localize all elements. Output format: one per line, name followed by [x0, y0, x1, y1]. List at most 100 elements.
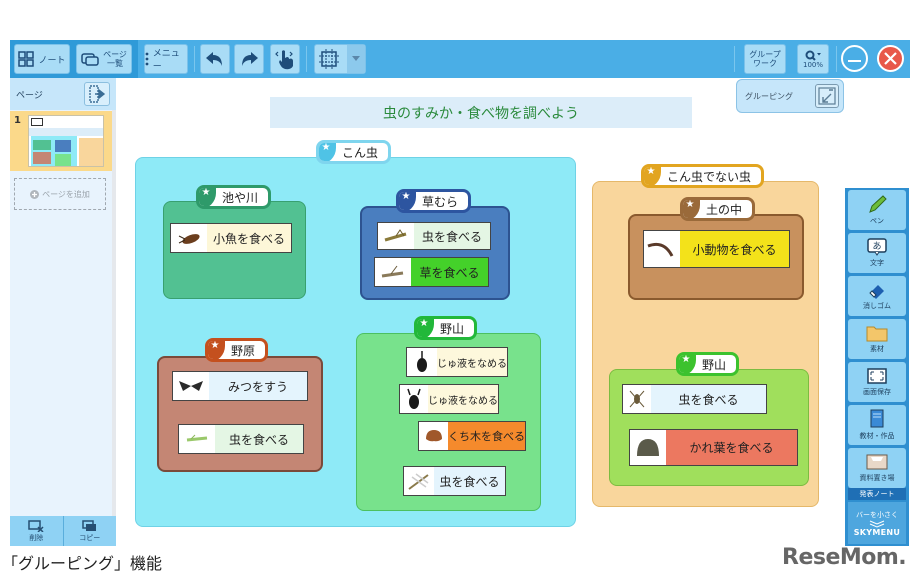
- grouping-shrink-button[interactable]: [815, 84, 839, 108]
- card-text: みつをすう: [209, 372, 307, 400]
- folder-icon: [866, 326, 888, 342]
- screen-capture-icon: [867, 368, 887, 384]
- present-note-button[interactable]: 発表ノート: [848, 488, 906, 500]
- mantis-image: [179, 425, 215, 453]
- copy-label: コピー: [79, 533, 101, 542]
- tool-label: 素材: [870, 345, 884, 353]
- pen-tool-button[interactable]: ペン: [848, 190, 906, 230]
- page-list-button[interactable]: ページ一覧: [76, 44, 132, 74]
- menu-button[interactable]: メニュー: [144, 44, 188, 74]
- grouping-label: グルーピング: [745, 92, 793, 101]
- card-eats-dead-leaves[interactable]: かれ葉を食べる: [629, 429, 798, 466]
- card-text: 虫を食べる: [414, 223, 490, 249]
- beetle-image: [407, 348, 437, 376]
- card-eats-insects[interactable]: 虫を食べる: [377, 222, 491, 250]
- star-icon: ★: [208, 341, 225, 359]
- card-sucks-nectar[interactable]: みつをすう: [172, 371, 308, 401]
- card-text: 虫を食べる: [215, 425, 303, 453]
- note-button[interactable]: ノート: [14, 44, 70, 74]
- tool-label: 消しゴム: [863, 302, 891, 310]
- card-eats-insects[interactable]: 虫を食べる: [403, 466, 506, 496]
- thumb-group: [79, 138, 103, 166]
- card-eats-grass[interactable]: 草を食べる: [374, 257, 489, 287]
- star-icon: ★: [679, 355, 696, 373]
- undo-icon: [206, 52, 222, 66]
- copy-page-button[interactable]: コピー: [64, 516, 117, 546]
- grid-lines-button[interactable]: [314, 44, 366, 74]
- tool-label: 資料置き場: [859, 474, 895, 482]
- screen-capture-button[interactable]: 画面保存: [848, 362, 906, 402]
- card-licks-sap[interactable]: じゅ液をなめる: [406, 347, 508, 377]
- group-tag-soil[interactable]: ★ 土の中: [680, 197, 756, 221]
- card-text: くち木を食べる: [448, 422, 525, 450]
- eraser-icon: [869, 285, 884, 299]
- group-label: こん虫: [342, 145, 379, 160]
- materials-button[interactable]: 素材: [848, 319, 906, 359]
- works-button[interactable]: 教材・作品: [848, 405, 906, 445]
- sidebar-actions: 削除 コピー: [10, 516, 116, 546]
- group-label: 土の中: [706, 202, 743, 217]
- group-tag-mountain-2[interactable]: ★ 野山: [676, 352, 740, 376]
- shrink-bar-button[interactable]: バーを小さく SKYMENU: [848, 502, 906, 544]
- thumb-title: [29, 128, 103, 136]
- star-icon: ★: [399, 192, 416, 210]
- group-tag-pond[interactable]: ★ 池や川: [196, 185, 272, 209]
- copy-icon: [82, 519, 96, 531]
- book-icon: [870, 409, 884, 428]
- card-eats-insects[interactable]: 虫を食べる: [178, 424, 304, 454]
- card-licks-sap[interactable]: じゅ液をなめる: [399, 384, 499, 414]
- group-tag-field[interactable]: ★ 野原: [205, 338, 269, 362]
- page-title[interactable]: 虫のすみか・食べ物を調べよう: [270, 97, 692, 128]
- page-thumbnail-image: [28, 115, 104, 167]
- delete-page-button[interactable]: 削除: [10, 516, 64, 546]
- eraser-tool-button[interactable]: 消しゴム: [848, 276, 906, 316]
- card-text: 虫を食べる: [651, 385, 766, 413]
- text-tool-button[interactable]: あ 文字: [848, 233, 906, 273]
- centipede-image: [644, 231, 680, 267]
- document-storage-button[interactable]: 資料置き場: [848, 448, 906, 488]
- redo-button[interactable]: [234, 44, 264, 74]
- group-tag-insects[interactable]: ★ こん虫: [316, 140, 392, 164]
- zoom-level: 100%: [802, 60, 823, 69]
- star-icon: ★: [644, 167, 661, 185]
- add-page-button[interactable]: ページを追加: [14, 178, 106, 210]
- undo-button[interactable]: [200, 44, 230, 74]
- tool-palette: ペン あ 文字 消しゴム 素材 画面保存 教材・作品 資料置き場 発表ノート バ…: [845, 188, 909, 546]
- star-icon: ★: [199, 188, 216, 206]
- page-sidebar: ページ 1 ページを追加: [10, 78, 116, 546]
- group-work-button[interactable]: グループワーク: [744, 44, 786, 74]
- page-thumbnail-1[interactable]: 1: [10, 111, 112, 171]
- group-tag-grass[interactable]: ★ 草むら: [396, 189, 472, 213]
- card-small-fish[interactable]: 小魚を食べる: [170, 223, 292, 253]
- brand-logo: SKYMENU: [853, 527, 901, 537]
- tray-icon: [866, 454, 888, 470]
- magnifier-icon: [805, 50, 821, 61]
- thumb-group: [55, 140, 71, 152]
- toolbar-divider: [194, 46, 195, 72]
- card-text: 草を食べる: [411, 258, 488, 286]
- larva-image: [419, 422, 448, 450]
- toolbar-divider: [836, 46, 837, 72]
- close-button[interactable]: [877, 45, 904, 72]
- group-tag-non-insects[interactable]: ★ こん虫でない虫: [641, 164, 765, 188]
- zoom-button[interactable]: 100%: [797, 44, 829, 74]
- touch-button[interactable]: [270, 44, 300, 74]
- stag-beetle-image: [400, 385, 428, 413]
- grid-dropdown-toggle[interactable]: [347, 45, 365, 73]
- shrink-bar-label: バーを小さく: [856, 510, 898, 519]
- card-eats-small-animals[interactable]: 小動物を食べる: [643, 230, 790, 268]
- dragonfly-image: [404, 467, 434, 495]
- tool-label: 教材・作品: [859, 432, 895, 440]
- toolbar-divider: [734, 46, 735, 72]
- tool-label: 文字: [870, 259, 884, 267]
- minimize-button[interactable]: [841, 45, 868, 72]
- svg-text:あ: あ: [872, 241, 881, 252]
- pages-icon: [81, 53, 99, 66]
- close-icon: [884, 52, 897, 65]
- sidebar-collapse-button[interactable]: [84, 82, 110, 106]
- hand-pointer-icon: [275, 50, 293, 70]
- card-eats-rotten-wood[interactable]: くち木を食べる: [418, 421, 526, 451]
- group-label: 池や川: [222, 190, 259, 205]
- card-eats-insects[interactable]: 虫を食べる: [622, 384, 767, 414]
- group-tag-mountain[interactable]: ★ 野山: [414, 316, 478, 340]
